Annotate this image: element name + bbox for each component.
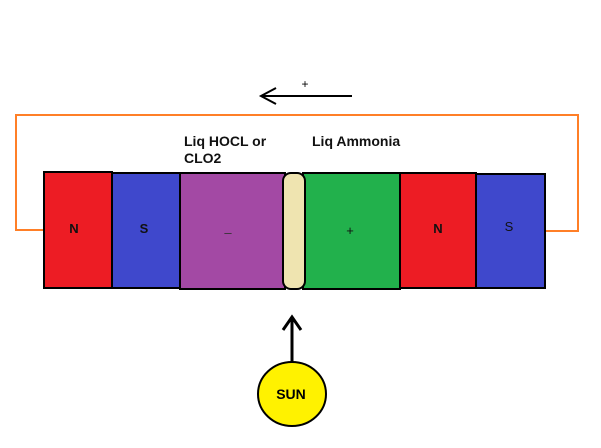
magnet1-north-label: N [69,221,78,236]
magnet2-north-label: N [433,221,442,236]
current-direction-label: + [301,77,308,91]
sun-arrow [281,314,303,362]
left-liquid-label: Liq HOCL or CLO2 [184,133,270,166]
magnet1-south [111,172,181,289]
positive-label: + [346,223,354,238]
membrane [282,172,306,290]
current-arrow [258,87,352,105]
magnet2-south-label: S [505,219,514,234]
positive-chamber [302,172,401,290]
right-liquid-label: Liq Ammonia [312,133,400,149]
negative-label: – [224,225,232,240]
magnet1-north [43,171,113,289]
magnet1-south-label: S [140,221,149,236]
negative-chamber [179,172,286,290]
magnet2-north [399,172,477,289]
magnet2-south [475,173,546,289]
sun [257,361,327,427]
wire [15,114,579,232]
sun-label: SUN [276,386,306,402]
